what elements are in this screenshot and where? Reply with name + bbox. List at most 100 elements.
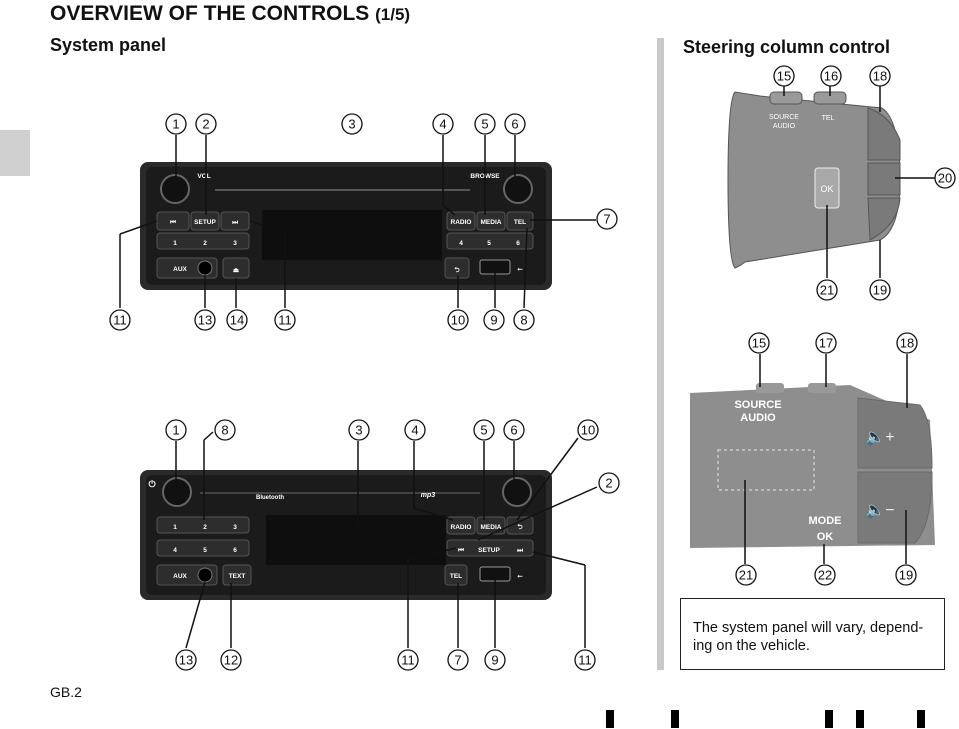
callout-11: 11	[578, 653, 592, 668]
steer1-callouts: 15 16 18 20 21 19	[773, 65, 956, 301]
callout-4: 4	[439, 117, 446, 132]
eject-button: ⏏	[233, 267, 240, 274]
callout-21: 21	[739, 568, 753, 583]
callout-3: 3	[355, 423, 362, 438]
page-indicator: (1/5)	[375, 5, 411, 24]
callout-5: 5	[480, 423, 487, 438]
volume-up-button	[857, 397, 933, 469]
ok-label: OK	[820, 184, 833, 194]
callout-20: 20	[938, 171, 952, 186]
preset-2: 2	[203, 240, 207, 247]
preset-1: 1	[173, 524, 177, 531]
callout-19: 19	[873, 283, 887, 298]
aux-jack	[197, 260, 213, 276]
browse-knob	[503, 174, 533, 204]
browse-knob	[502, 477, 532, 507]
mp3-logo: mp3	[421, 492, 436, 499]
page-title: OVERVIEW OF THE CONTROLS (1/5)	[50, 2, 411, 25]
callout-4: 4	[411, 423, 418, 438]
thumbwheel-area	[717, 449, 815, 491]
callout-15: 15	[777, 69, 791, 84]
callout-10: 10	[451, 313, 465, 328]
preset-3: 3	[233, 524, 237, 531]
callout-2: 2	[605, 476, 612, 491]
tel-button: TEL	[514, 219, 526, 226]
steering-control-unit-1: SOURCE AUDIO TEL OK	[727, 91, 901, 269]
callout-9: 9	[491, 653, 498, 668]
callout-6: 6	[510, 423, 517, 438]
callout-18: 18	[873, 69, 887, 84]
display-screen	[266, 515, 446, 565]
preset-2: 2	[203, 524, 207, 531]
ok-label: OK	[817, 531, 834, 543]
callout-15: 15	[752, 336, 766, 351]
radio-button: RADIO	[451, 219, 472, 226]
chapter-tab-marker	[0, 130, 30, 176]
aux-label: AUX	[173, 266, 187, 273]
preset-5: 5	[203, 547, 207, 554]
bluetooth-logo: Bluetooth	[256, 495, 284, 501]
section-heading-steering-control: Steering column control	[683, 37, 891, 57]
preset-6: 6	[516, 240, 520, 247]
callout-13: 13	[198, 313, 212, 328]
next-button: ⏭	[232, 219, 238, 226]
callout-1: 1	[172, 117, 179, 132]
tel-label: TEL	[822, 115, 835, 122]
page-footer: GB.2	[50, 684, 82, 700]
usb-port	[479, 259, 511, 275]
source-audio-label-1: SOURCE	[769, 114, 799, 121]
back-button: ⮌	[517, 523, 523, 531]
radio2-callouts: 1 8 3 4 5 6 10 2 13 12 11 7 9 11	[165, 419, 620, 671]
print-registration-mark	[671, 710, 679, 728]
print-registration-mark	[825, 710, 833, 728]
callout-3: 3	[348, 117, 355, 132]
callout-9: 9	[490, 313, 497, 328]
power-icon: ⏻	[148, 479, 156, 489]
callout-13: 13	[179, 653, 193, 668]
media-button: MEDIA	[481, 524, 502, 531]
back-button: ⮌	[454, 266, 460, 274]
volume-knob	[160, 174, 190, 204]
preset-1: 1	[173, 240, 177, 247]
volume-up-button	[867, 107, 901, 161]
callout-5: 5	[481, 117, 488, 132]
usb-icon: ⭠	[517, 573, 523, 580]
callout-21: 21	[820, 283, 834, 298]
next-button: ⏭	[517, 547, 523, 554]
preset-4: 4	[459, 240, 463, 247]
radio1-callouts: 1 2 3 4 5 6 7 11 13 14 11 10 9 8	[109, 113, 618, 331]
audio-label: AUDIO	[740, 412, 776, 424]
setup-button: SETUP	[194, 219, 216, 226]
callout-19: 19	[899, 568, 913, 583]
callout-11: 11	[113, 313, 127, 328]
callout-2: 2	[202, 117, 209, 132]
print-registration-mark	[606, 710, 614, 728]
callout-14: 14	[230, 313, 244, 328]
power-volume-knob	[162, 477, 192, 507]
callout-8: 8	[221, 423, 228, 438]
callout-1: 1	[172, 423, 179, 438]
text-button: TEXT	[229, 573, 246, 580]
volume-down-button	[867, 197, 901, 241]
print-registration-mark	[856, 710, 864, 728]
source-label: SOURCE	[734, 399, 781, 411]
variation-note: The system panel will vary, depend-ing o…	[680, 598, 945, 670]
callout-11: 11	[278, 313, 292, 328]
aux-label: AUX	[173, 573, 187, 580]
callout-18: 18	[900, 336, 914, 351]
callout-16: 16	[824, 69, 838, 84]
media-button: MEDIA	[481, 219, 502, 226]
radio-button: RADIO	[451, 524, 472, 531]
callout-6: 6	[511, 117, 518, 132]
callout-12: 12	[224, 653, 238, 668]
tel-button: TEL	[450, 573, 462, 580]
tel-mute-button	[867, 162, 901, 196]
radio-unit-2: ⏻ Bluetooth mp3 1 2 3 4 5 6 AUX TEXT RAD…	[140, 470, 552, 600]
preset-3: 3	[233, 240, 237, 247]
callout-10: 10	[581, 423, 595, 438]
prev-button: ⏮	[170, 219, 176, 226]
callout-7: 7	[454, 653, 461, 668]
callout-7: 7	[603, 212, 610, 227]
aux-jack	[197, 567, 213, 583]
